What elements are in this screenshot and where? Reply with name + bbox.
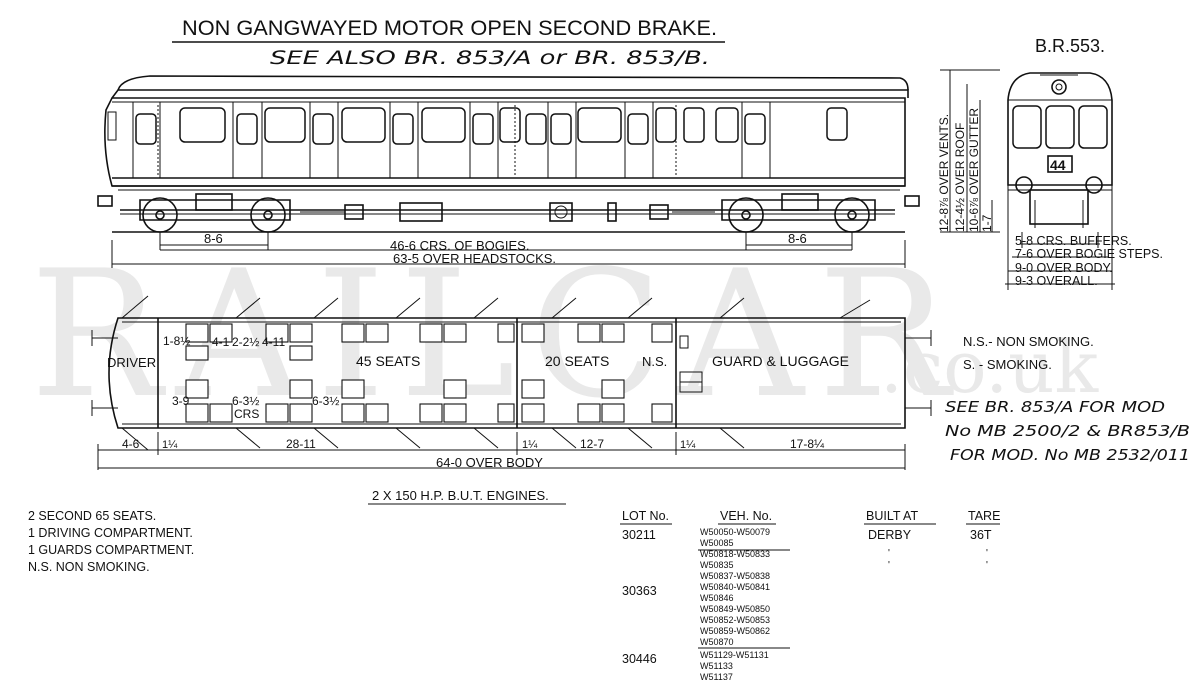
watermark: RAILCAR — [30, 234, 964, 437]
lot-table: LOT No. VEH. No. BUILT AT TARE 30211 DER… — [620, 509, 1000, 682]
bogie-wheelbase-right: 8-6 — [788, 231, 807, 246]
plan-dim-1-quarter-a: 1¼ — [162, 439, 178, 451]
plan-dim-3-9: 3-9 — [172, 394, 190, 408]
bogie-centres-dim: 46-6 CRS. OF BOGIES. — [390, 238, 529, 253]
mod-note-line-2: No MB 2500/2 & BR853/B — [945, 422, 1190, 440]
lot-number: 30446 — [622, 652, 657, 666]
header-veh: VEH. No. — [720, 509, 772, 523]
accommodation-line-2: 1 DRIVING COMPARTMENT. — [28, 526, 193, 540]
side-elevation: 8-6 8-6 46-6 CRS. OF BOGIES. 63-5 OVER H… — [97, 75, 920, 268]
plan-dim-1-quarter-b: 1¼ — [522, 439, 538, 451]
vehicle-range: W50835 — [700, 560, 734, 570]
ditto-mark: ' — [888, 548, 890, 559]
plan-label-ns: N.S. — [642, 354, 667, 369]
diagram-number: B.R.553. — [1035, 36, 1105, 56]
plan-dim-12-7: 12-7 — [580, 437, 604, 451]
plan-dim-17-8: 17-8¼ — [790, 437, 825, 451]
vehicle-range: W50837-W50838 — [700, 571, 770, 581]
height-over-roof: 12-4½ OVER ROOF — [953, 123, 967, 232]
end-elevation: 44 5-8 CRS. BUFFERS. 7-6 OVER BOGIE STEP… — [1005, 72, 1163, 290]
accommodation-line-3: 1 GUARDS COMPARTMENT. — [28, 543, 194, 557]
plan-dim-over-body: 64-0 OVER BODY — [436, 455, 543, 470]
height-dimensions: 12-8⅞ OVER VENTS. 12-4½ OVER ROOF 10-6⅞ … — [937, 69, 1000, 233]
plan-dim-2-2: 2-2½ — [232, 335, 259, 349]
diagram-title: NON GANGWAYED MOTOR OPEN SECOND BRAKE. — [182, 17, 717, 40]
engines-note: 2 X 150 H.P. B.U.T. ENGINES. — [372, 488, 549, 503]
lot-number: 30211 — [622, 528, 656, 542]
vehicle-range: W51137 — [700, 672, 733, 682]
tare: 36T — [970, 528, 992, 542]
ditto-mark: ' — [888, 560, 890, 571]
vehicle-range: W50840-W50841 — [700, 582, 770, 592]
plan-dim-4-6: 4-6 — [122, 437, 140, 451]
over-headstocks-dim: 63-5 OVER HEADSTOCKS. — [393, 251, 556, 266]
accommodation-line-1: 2 SECOND 65 SEATS. — [28, 509, 156, 523]
vehicle-range: W50085 — [700, 538, 734, 548]
legend-smoking: S. - SMOKING. — [963, 357, 1052, 372]
vehicle-range: W50852-W50853 — [700, 615, 770, 625]
see-also-note: SEE ALSO BR. 853/A or BR. 853/B. — [270, 47, 710, 69]
built-at: DERBY — [868, 528, 912, 542]
height-floor: 1-7 — [980, 214, 994, 232]
plan-dim-1-8: 1-8½ — [163, 334, 190, 348]
height-over-gutter: 10-6⅞ OVER GUTTER — [967, 108, 981, 232]
bogie-wheelbase-left: 8-6 — [204, 231, 223, 246]
end-headcode: 44 — [1050, 157, 1066, 173]
accommodation-line-4: N.S. NON SMOKING. — [28, 560, 150, 574]
vehicle-range: W50818-W50833 — [700, 549, 770, 559]
vehicle-range: W51129-W51131 — [700, 650, 769, 660]
plan-dim-6-3-left: 6-3½ — [232, 394, 259, 408]
plan-label-driver: DRIVER — [107, 355, 156, 370]
header-tare: TARE — [968, 509, 1000, 523]
plan-dim-4-1: 4-1 — [212, 335, 230, 349]
mod-note-line-1: SEE BR. 853/A FOR MOD — [945, 398, 1165, 416]
vehicle-range: W50050-W50079 — [700, 527, 770, 537]
plan-dim-4-11: 4-11 — [262, 335, 285, 349]
vehicle-range: W50870 — [700, 637, 734, 647]
legend-non-smoking: N.S.- NON SMOKING. — [963, 334, 1094, 349]
plan-view: DRIVER 45 SEATS 20 SEATS N.S. GUARD & LU… — [91, 295, 932, 470]
end-dim-overall: 9-3 OVERALL. — [1015, 274, 1098, 288]
vehicle-range: W51133 — [700, 661, 733, 671]
end-dim-bogie-steps: 7-6 OVER BOGIE STEPS. — [1015, 247, 1163, 261]
ditto-mark: ' — [986, 548, 988, 559]
plan-dim-1-quarter-c: 1¼ — [680, 439, 696, 451]
plan-label-guard-luggage: GUARD & LUGGAGE — [712, 353, 849, 369]
ditto-mark: ' — [986, 560, 988, 571]
plan-dim-28-11: 28-11 — [286, 437, 316, 451]
height-over-vents: 12-8⅞ OVER VENTS. — [937, 114, 951, 232]
mod-note-line-3: FOR MOD. No MB 2532/011 — [950, 446, 1190, 464]
end-dim-body: 9-0 OVER BODY. — [1015, 261, 1113, 275]
plan-label-45-seats: 45 SEATS — [356, 353, 420, 369]
plan-label-20-seats: 20 SEATS — [545, 353, 609, 369]
header-lot: LOT No. — [622, 509, 669, 523]
header-built: BUILT AT — [866, 509, 918, 523]
end-dim-buffers: 5-8 CRS. BUFFERS. — [1015, 234, 1132, 248]
vehicle-range: W50849-W50850 — [700, 604, 770, 614]
plan-dim-crs: CRS — [234, 407, 259, 421]
lot-number: 30363 — [622, 584, 657, 598]
vehicle-range: W50846 — [700, 593, 734, 603]
watermark-sub: .co.uk — [880, 325, 1100, 409]
vehicle-range: W50859-W50862 — [700, 626, 770, 636]
plan-dim-6-3-right: 6-3½ — [312, 394, 339, 408]
